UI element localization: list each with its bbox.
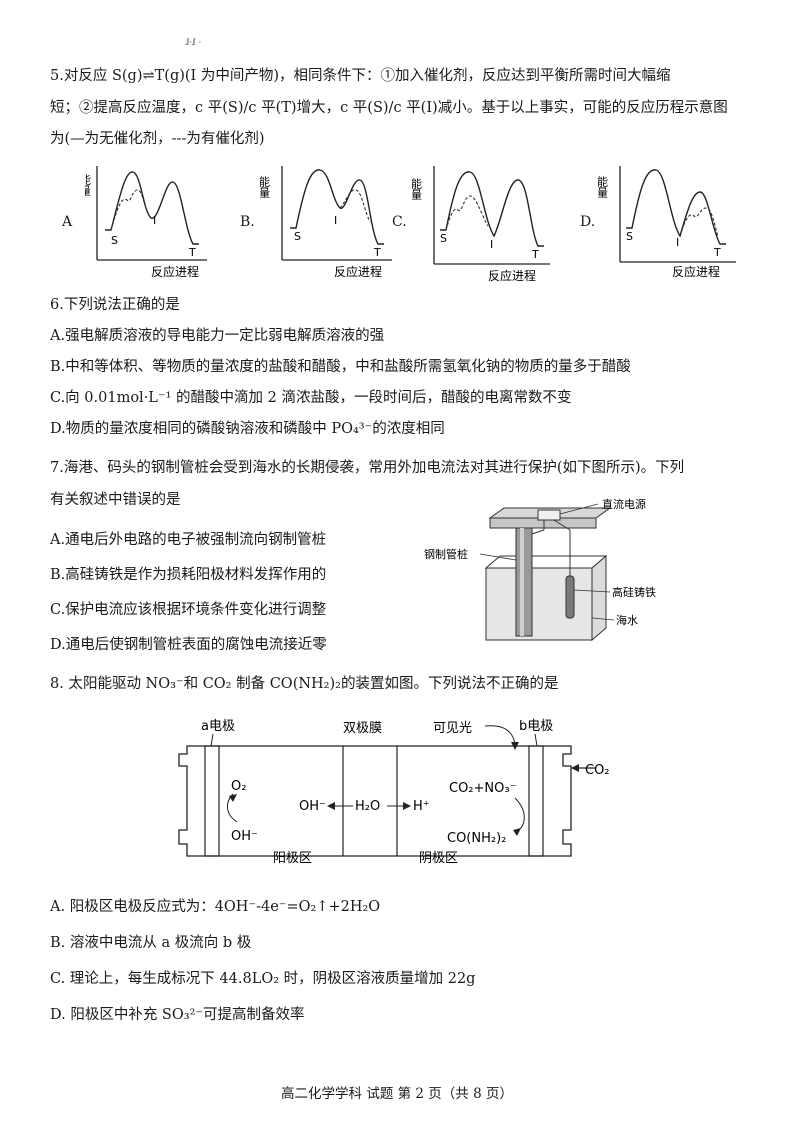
label-oh-mid: OH⁻ <box>299 799 326 814</box>
label-cathode-zone: 阴极区 <box>419 851 458 866</box>
q7-option-c: C.保护电流应该根据环境条件变化进行调整 <box>50 602 327 618</box>
q5-line1: 5.对反应 S(g)⇌T(g)(I 为中间产物)，相同条件下：①加入催化剂，反应… <box>50 68 671 84</box>
q5-option-b-letter: B. <box>240 214 255 230</box>
label-s-a: S <box>111 234 118 247</box>
q5-diagram-b: 能量 S I T 反应进程 <box>260 166 392 279</box>
label-anode-zone: 阳极区 <box>273 851 312 866</box>
q6-option-b: B.中和等体积、等物质的量浓度的盐酸和醋酸，中和盐酸所需氢氧化钠的物质的量多于醋… <box>50 359 631 375</box>
label-h-plus: H⁺ <box>413 799 430 814</box>
label-s-c: S <box>440 232 447 245</box>
ylabel-d: 能量 <box>598 175 609 198</box>
q5-diagram-d: 能量 S I T 反应进程 <box>598 166 736 279</box>
ylabel-b: 能量 <box>260 175 271 198</box>
label-iron: 高硅铸铁 <box>612 585 656 599</box>
label-sea: 海水 <box>616 613 638 627</box>
q5-option-d-letter: D. <box>580 214 596 230</box>
q7-figure: 直流电源 钢制管桩 高硅铸铁 海水 <box>424 497 656 642</box>
label-t-d: T <box>713 246 721 259</box>
q5-diagram-c: 能量 S I T 反应进程 <box>412 166 550 283</box>
label-i-b: I <box>334 214 337 227</box>
xlabel-c: 反应进程 <box>488 268 536 283</box>
ylabel-c: 能量 <box>412 177 423 200</box>
q8-option-c: C. 理论上，每生成标况下 44.8LO₂ 时，阴极区溶液质量增加 22g <box>50 971 476 987</box>
q8-figure: a电极 双极膜 可见光 b电极 CO₂ O₂ OH⁻ OH⁻ H₂O H⁺ CO… <box>178 719 610 866</box>
label-pile: 钢制管桩 <box>424 547 468 561</box>
q5-diagram-a: 能量 S I T 反应进程 <box>85 166 207 279</box>
q7-line1: 7.海港、码头的钢制管桩会受到海水的长期侵袭，常用外加电流法对其进行保护(如下图… <box>50 460 685 476</box>
label-b-electrode: b电极 <box>519 719 553 734</box>
xlabel-d: 反应进程 <box>672 264 720 279</box>
q6-stem: 6.下列说法正确的是 <box>50 297 180 313</box>
label-urea: CO(NH₂)₂ <box>447 831 506 846</box>
q6-option-d: D.物质的量浓度相同的磷酸钠溶液和磷酸中 PO₄³⁻的浓度相同 <box>50 421 445 437</box>
ylabel-a: 能量 <box>85 173 92 196</box>
label-i-a: I <box>153 214 156 227</box>
label-t-b: T <box>373 246 381 259</box>
q8-option-b: B. 溶液中电流从 a 极流向 b 极 <box>50 935 252 951</box>
label-h2o: H₂O <box>355 799 380 814</box>
label-a-electrode: a电极 <box>201 719 235 734</box>
q7-option-b: B.高硅铸铁是作为损耗阳极材料发挥作用的 <box>50 567 327 583</box>
label-o2: O₂ <box>231 779 246 794</box>
label-light: 可见光 <box>433 721 472 736</box>
label-membrane: 双极膜 <box>343 721 382 736</box>
label-power: 直流电源 <box>602 497 646 511</box>
xlabel-a: 反应进程 <box>151 264 199 279</box>
label-oh-left: OH⁻ <box>231 829 258 844</box>
label-co2-in: CO₂ <box>585 763 610 778</box>
q5-option-a-letter: A <box>62 214 73 230</box>
label-i-d: I <box>676 236 679 249</box>
label-t-c: T <box>531 248 539 261</box>
q8-option-d: D. 阳极区中补充 SO₃²⁻可提高制备效率 <box>50 1007 305 1023</box>
q8-option-a: A. 阳极区电极反应式为：4OH⁻-4e⁻=O₂↑+2H₂O <box>50 899 381 915</box>
q7-option-a: A.通电后外电路的电子被强制流向钢制管桩 <box>50 532 327 548</box>
q7-line2: 有关叙述中错误的是 <box>50 492 181 508</box>
q6-option-c: C.向 0.01mol·L⁻¹ 的醋酸中滴加 2 滴浓盐酸，一段时间后，醋酸的电… <box>50 390 572 406</box>
q6-option-a: A.强电解质溶液的导电能力一定比弱电解质溶液的强 <box>50 328 385 344</box>
q8-stem: 8. 太阳能驱动 NO₃⁻和 CO₂ 制备 CO(NH₂)₂的装置如图。下列说法… <box>50 676 559 692</box>
header-mark: ⅈ·ⅈ · <box>186 38 202 48</box>
label-s-b: S <box>294 230 301 243</box>
q5-option-c-letter: C. <box>392 214 407 230</box>
label-s-d: S <box>626 230 633 243</box>
q7-option-d: D.通电后使钢制管桩表面的腐蚀电流接近零 <box>50 637 327 653</box>
label-i-c: I <box>490 238 493 251</box>
q5-line3: 为(—为无催化剂，---为有催化剂) <box>50 131 265 147</box>
q5-line2: 短；②提高反应温度，c 平(S)/c 平(T)增大，c 平(S)/c 平(I)减… <box>50 100 728 116</box>
xlabel-b: 反应进程 <box>334 264 382 279</box>
label-t-a: T <box>188 246 196 259</box>
page-footer: 高二化学学科 试题 第 2 页（共 8 页） <box>281 1086 513 1102</box>
label-co2-no3: CO₂+NO₃⁻ <box>449 781 516 796</box>
